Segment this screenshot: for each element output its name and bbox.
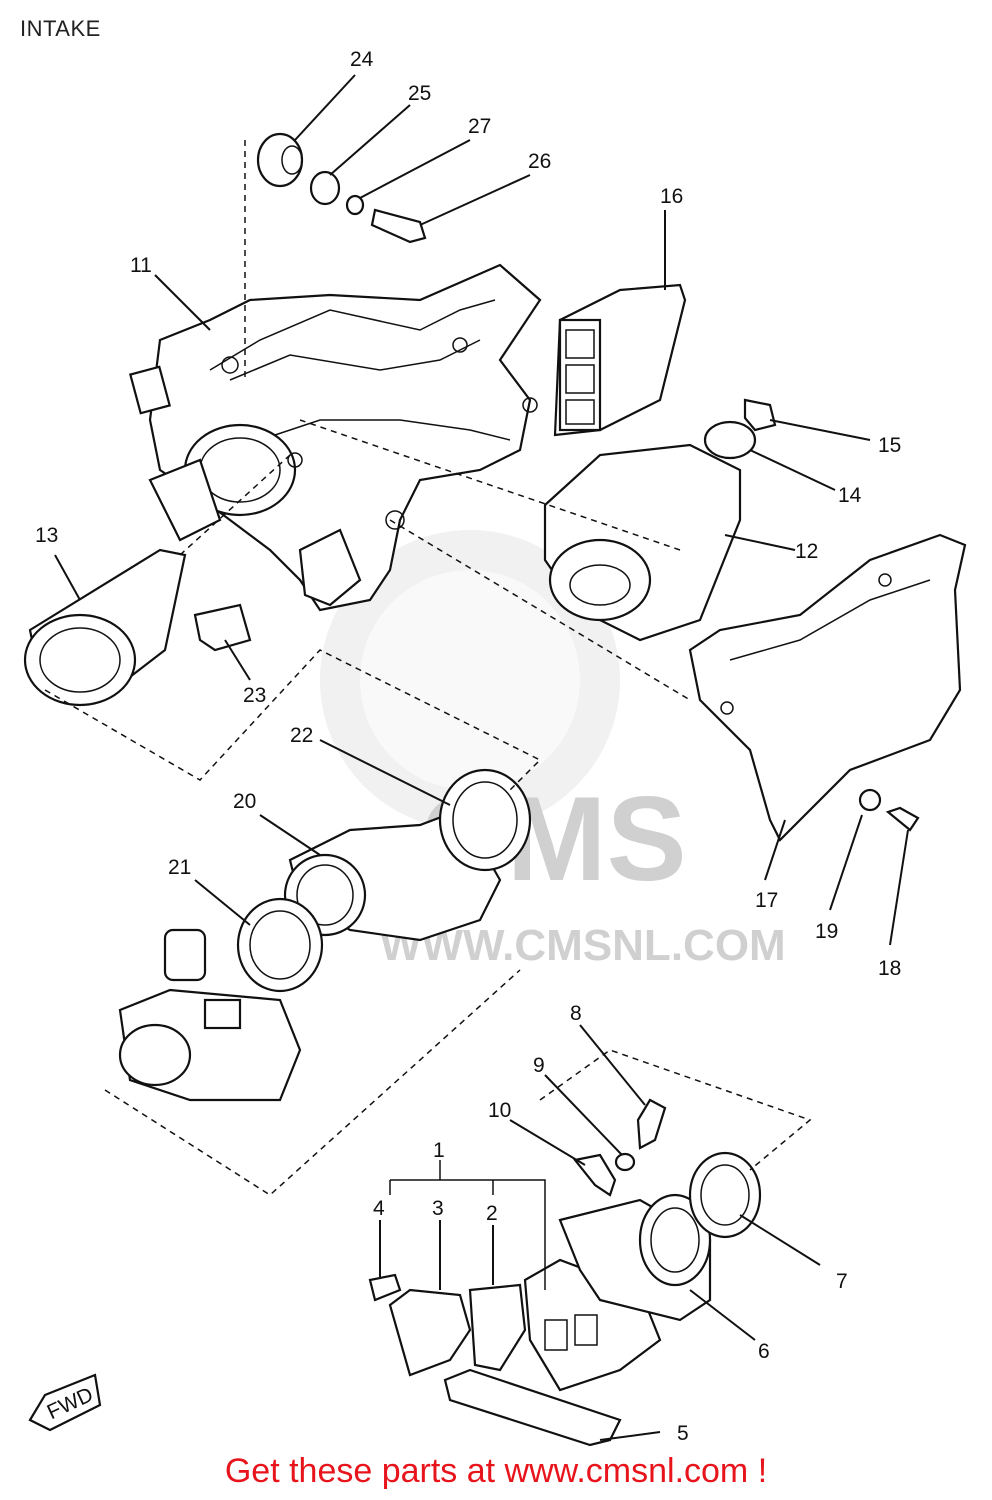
- page-title: INTAKE: [20, 16, 101, 41]
- bolt-part-26: [370, 208, 427, 244]
- callout-7: 7: [836, 1270, 848, 1293]
- callout-1: 1: [433, 1139, 445, 1162]
- washer-part-9: [614, 1152, 636, 1172]
- assembly-guide-lines: [44, 140, 812, 1290]
- air-filter-frame-part: [553, 283, 687, 437]
- callout-12: 12: [795, 540, 818, 563]
- carburetor-part: [118, 928, 302, 1102]
- intake-boot-part-13: [23, 548, 187, 707]
- watermark: CMS WWW.CMSNL.COM: [320, 530, 786, 970]
- callout-19: 19: [815, 920, 838, 943]
- reed-stopper-part-3: [388, 1288, 472, 1377]
- reed-valve-assembly: [368, 1193, 712, 1447]
- callout-14: 14: [838, 484, 862, 507]
- callout-23: 23: [243, 684, 266, 707]
- callout-13: 13: [35, 524, 58, 547]
- callout-16: 16: [660, 185, 683, 208]
- callout-15: 15: [878, 434, 901, 457]
- collar-part-25: [309, 170, 341, 206]
- bolt-part-8: [636, 1098, 667, 1150]
- callout-17: 17: [755, 889, 778, 912]
- screw-part-18: [885, 806, 920, 832]
- screw-part-4: [368, 1273, 402, 1302]
- clip-part-15: [743, 398, 777, 432]
- callout-25: 25: [408, 82, 431, 105]
- leader-lines: [54, 74, 909, 1441]
- callout-21: 21: [168, 856, 191, 879]
- callout-26: 26: [528, 150, 551, 173]
- grommet-part-24: [256, 132, 304, 188]
- callout-labels: 24 25 27 26 16 11 15 14 12 13 23 22 20 2…: [35, 48, 901, 1445]
- hose-clamp-part-7: [688, 1151, 762, 1239]
- grommet-part-23: [193, 603, 252, 652]
- washer-part-14: [703, 420, 757, 460]
- callout-6: 6: [758, 1340, 770, 1363]
- callout-10: 10: [488, 1099, 511, 1122]
- callout-4: 4: [373, 1197, 385, 1220]
- callout-3: 3: [432, 1197, 444, 1220]
- callout-18: 18: [878, 957, 901, 980]
- gasket-part-5: [443, 1368, 622, 1447]
- callout-5: 5: [677, 1422, 689, 1445]
- washer-part-19: [858, 788, 882, 812]
- callout-24: 24: [350, 48, 374, 71]
- fwd-arrow-icon: FWD: [28, 1373, 102, 1432]
- hose-clamp-part-21: [236, 897, 324, 993]
- air-filter-element-part: [543, 443, 742, 642]
- air-box-part: [128, 263, 542, 612]
- callout-11: 11: [130, 254, 152, 277]
- reed-petal-part-2: [468, 1283, 527, 1372]
- callout-9: 9: [533, 1054, 545, 1077]
- footer-parts-link[interactable]: Get these parts at www.cmsnl.com !: [224, 1452, 768, 1490]
- washer-part-27: [345, 194, 365, 216]
- hose-clamp-part-22: [438, 768, 532, 872]
- side-cover-part: [688, 533, 967, 842]
- bracket-part-10: [573, 1153, 617, 1197]
- callout-8: 8: [570, 1002, 582, 1025]
- callout-2: 2: [486, 1202, 498, 1225]
- callout-27: 27: [468, 115, 491, 138]
- callout-20: 20: [233, 790, 256, 813]
- callout-22: 22: [290, 724, 313, 747]
